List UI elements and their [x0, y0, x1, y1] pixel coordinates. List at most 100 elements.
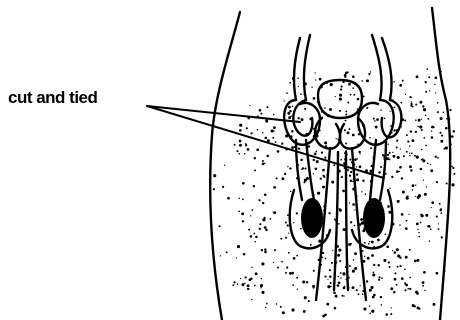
stipple-dot: [354, 158, 357, 161]
stipple-dot: [421, 149, 423, 151]
stipple-dot: [352, 270, 355, 273]
stipple-dot: [261, 262, 264, 265]
stipple-dot: [418, 236, 420, 238]
stipple-dot: [404, 282, 406, 284]
stipple-dot: [251, 299, 252, 300]
stipple-dot: [339, 110, 341, 112]
stipple-dot: [380, 109, 382, 111]
stipple-dot: [254, 157, 256, 159]
stipple-dot: [390, 125, 391, 126]
stipple-dot: [350, 180, 352, 182]
stipple-dot: [369, 312, 371, 314]
stipple-dot: [289, 167, 291, 169]
stipple-dot: [407, 141, 409, 143]
stipple-dot: [340, 277, 341, 278]
stipple-dot: [406, 197, 409, 200]
stipple-dot: [388, 143, 389, 144]
stipple-dot: [453, 173, 455, 175]
stipple-dot: [362, 250, 364, 252]
stipple-dot: [239, 144, 242, 147]
stipple-dot: [437, 157, 439, 159]
stipple-dot: [257, 129, 259, 131]
stipple-dot: [431, 136, 434, 139]
stipple-dot: [415, 104, 417, 106]
stipple-dot: [356, 178, 359, 181]
stipple-dot: [430, 228, 432, 230]
stipple-dot: [255, 236, 258, 239]
stipple-dot: [387, 154, 389, 156]
stipple-dot: [333, 164, 335, 166]
stipple-dot: [353, 259, 355, 261]
stipple-dot: [411, 101, 413, 103]
stipple-dot: [239, 129, 242, 132]
stipple-dot: [296, 212, 298, 214]
stipple-dot: [314, 153, 317, 156]
stipple-dot: [437, 102, 439, 104]
stipple-dot: [340, 85, 342, 87]
stipple-dot: [242, 182, 245, 185]
stipple-dot: [431, 130, 432, 131]
stipple-dot: [366, 280, 368, 282]
stipple-dot: [245, 143, 246, 144]
stipple-dot: [425, 145, 427, 147]
stipple-dot: [347, 102, 349, 104]
stipple-dot: [436, 272, 439, 275]
stipple-dot: [441, 236, 443, 238]
stipple-dot: [392, 250, 393, 251]
stipple-dot: [390, 313, 392, 315]
stipple-dot: [236, 257, 237, 258]
stipple-dot: [339, 98, 342, 101]
stipple-dot: [324, 156, 326, 158]
stipple-dot: [401, 213, 404, 216]
stipple-dot: [378, 279, 380, 281]
stipple-dot: [386, 245, 389, 248]
stipple-dot: [345, 120, 347, 122]
stipple-dot: [262, 163, 265, 166]
stipple-dot: [298, 86, 299, 87]
stipple-dot: [238, 211, 240, 213]
stipple-dot: [272, 137, 274, 139]
stipple-dot: [244, 153, 245, 154]
stipple-dot: [416, 75, 419, 78]
stipple-dot: [352, 87, 354, 89]
stipple-dot: [213, 174, 216, 177]
stipple-dot: [264, 193, 267, 196]
stipple-dot: [400, 148, 401, 149]
stipple-dot: [438, 228, 440, 230]
stipple-dot: [414, 260, 417, 263]
stipple-dot: [264, 248, 266, 250]
stipple-dot: [335, 295, 338, 298]
stipple-dot: [357, 98, 360, 101]
stipple-dot: [337, 254, 340, 257]
stipple-dot: [258, 199, 260, 201]
stipple-dot: [412, 106, 414, 108]
stipple-dot: [244, 283, 246, 285]
stipple-dot: [315, 79, 316, 80]
stipple-dot: [359, 165, 362, 168]
stipple-dot: [265, 120, 268, 123]
stipple-dot: [288, 252, 290, 254]
stipple-dot: [264, 217, 266, 219]
stipple-dot: [266, 155, 269, 158]
stipple-dot: [250, 215, 251, 216]
stipple-dot: [452, 184, 454, 186]
stipple-dot: [286, 266, 288, 268]
stipple-dot: [436, 181, 438, 183]
stipple-dot: [393, 106, 395, 108]
stipple-dot: [350, 94, 352, 96]
stipple-dot: [415, 131, 417, 133]
stipple-dot: [333, 292, 336, 295]
stipple-dot: [304, 296, 307, 299]
stipple-dot: [416, 292, 419, 295]
stipple-dot: [404, 289, 406, 291]
stipple-dot: [329, 275, 332, 278]
stipple-dot: [253, 233, 255, 235]
stipple-dot: [262, 132, 263, 133]
stipple-dot: [301, 118, 304, 121]
stipple-dot: [316, 160, 319, 163]
stipple-dot: [338, 249, 341, 252]
stipple-dot: [373, 272, 375, 274]
stipple-dot: [389, 152, 391, 154]
stipple-dot: [358, 151, 360, 153]
